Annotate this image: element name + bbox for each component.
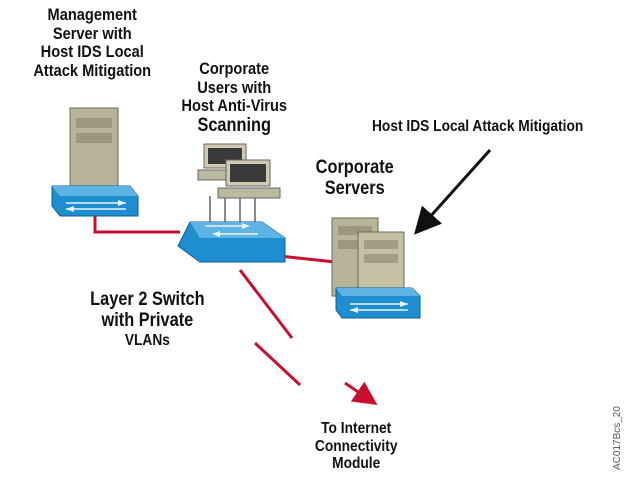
corporate-users-label: Corporate Users with Host Anti-Virus Sca… xyxy=(168,59,300,137)
corporate-users-line-1: Corporate xyxy=(199,59,270,78)
link-internet-segment xyxy=(253,341,302,387)
internet-line-3: Module xyxy=(332,455,381,473)
corporate-server-icon xyxy=(331,217,379,297)
layer2-switch-icon xyxy=(177,221,286,263)
link-switch-to-internet xyxy=(238,269,294,339)
layer2-line-2: with Private xyxy=(101,309,194,331)
workstation-icon xyxy=(217,159,281,199)
management-server-icon xyxy=(69,107,119,187)
internet-line-2: Connectivity xyxy=(314,437,398,455)
management-switch-icon xyxy=(51,185,139,217)
corporate-servers-label: Corporate Servers xyxy=(310,157,399,200)
corporate-server-icon xyxy=(357,231,405,297)
corporate-users-line-3: Host Anti-Virus xyxy=(181,96,288,116)
host-ids-text: Host IDS Local Attack Mitigation xyxy=(372,118,584,135)
management-line-1: Management xyxy=(47,5,137,24)
corporate-users-line-2: Users with xyxy=(197,77,272,97)
management-server-label: Management Server with Host IDS Local At… xyxy=(20,5,164,81)
servers-switch-icon xyxy=(335,287,421,319)
link-internet-arrow xyxy=(344,381,378,406)
link-management-to-switch xyxy=(93,210,180,234)
layer2-switch-label: Layer 2 Switch with Private VLANs xyxy=(70,289,225,349)
corporate-servers-line-2: Servers xyxy=(324,177,385,199)
corporate-users-line-4: Scanning xyxy=(197,115,271,137)
internet-line-1: To Internet xyxy=(321,420,392,437)
management-line-2: Server with xyxy=(52,23,132,43)
arrow-icon xyxy=(413,148,492,235)
management-line-3: Host IDS Local xyxy=(40,42,144,62)
layer2-line-1: Layer 2 Switch xyxy=(90,289,205,310)
host-ids-label: Host IDS Local Attack Mitigation xyxy=(372,118,623,136)
management-line-4: Attack Mitigation xyxy=(33,61,152,81)
figure-reference: AC017Bcs_20 xyxy=(612,406,623,470)
layer2-line-3: VLANs xyxy=(124,331,170,349)
internet-module-label: To Internet Connectivity Module xyxy=(296,420,416,473)
corporate-servers-line-1: Corporate xyxy=(315,157,394,178)
